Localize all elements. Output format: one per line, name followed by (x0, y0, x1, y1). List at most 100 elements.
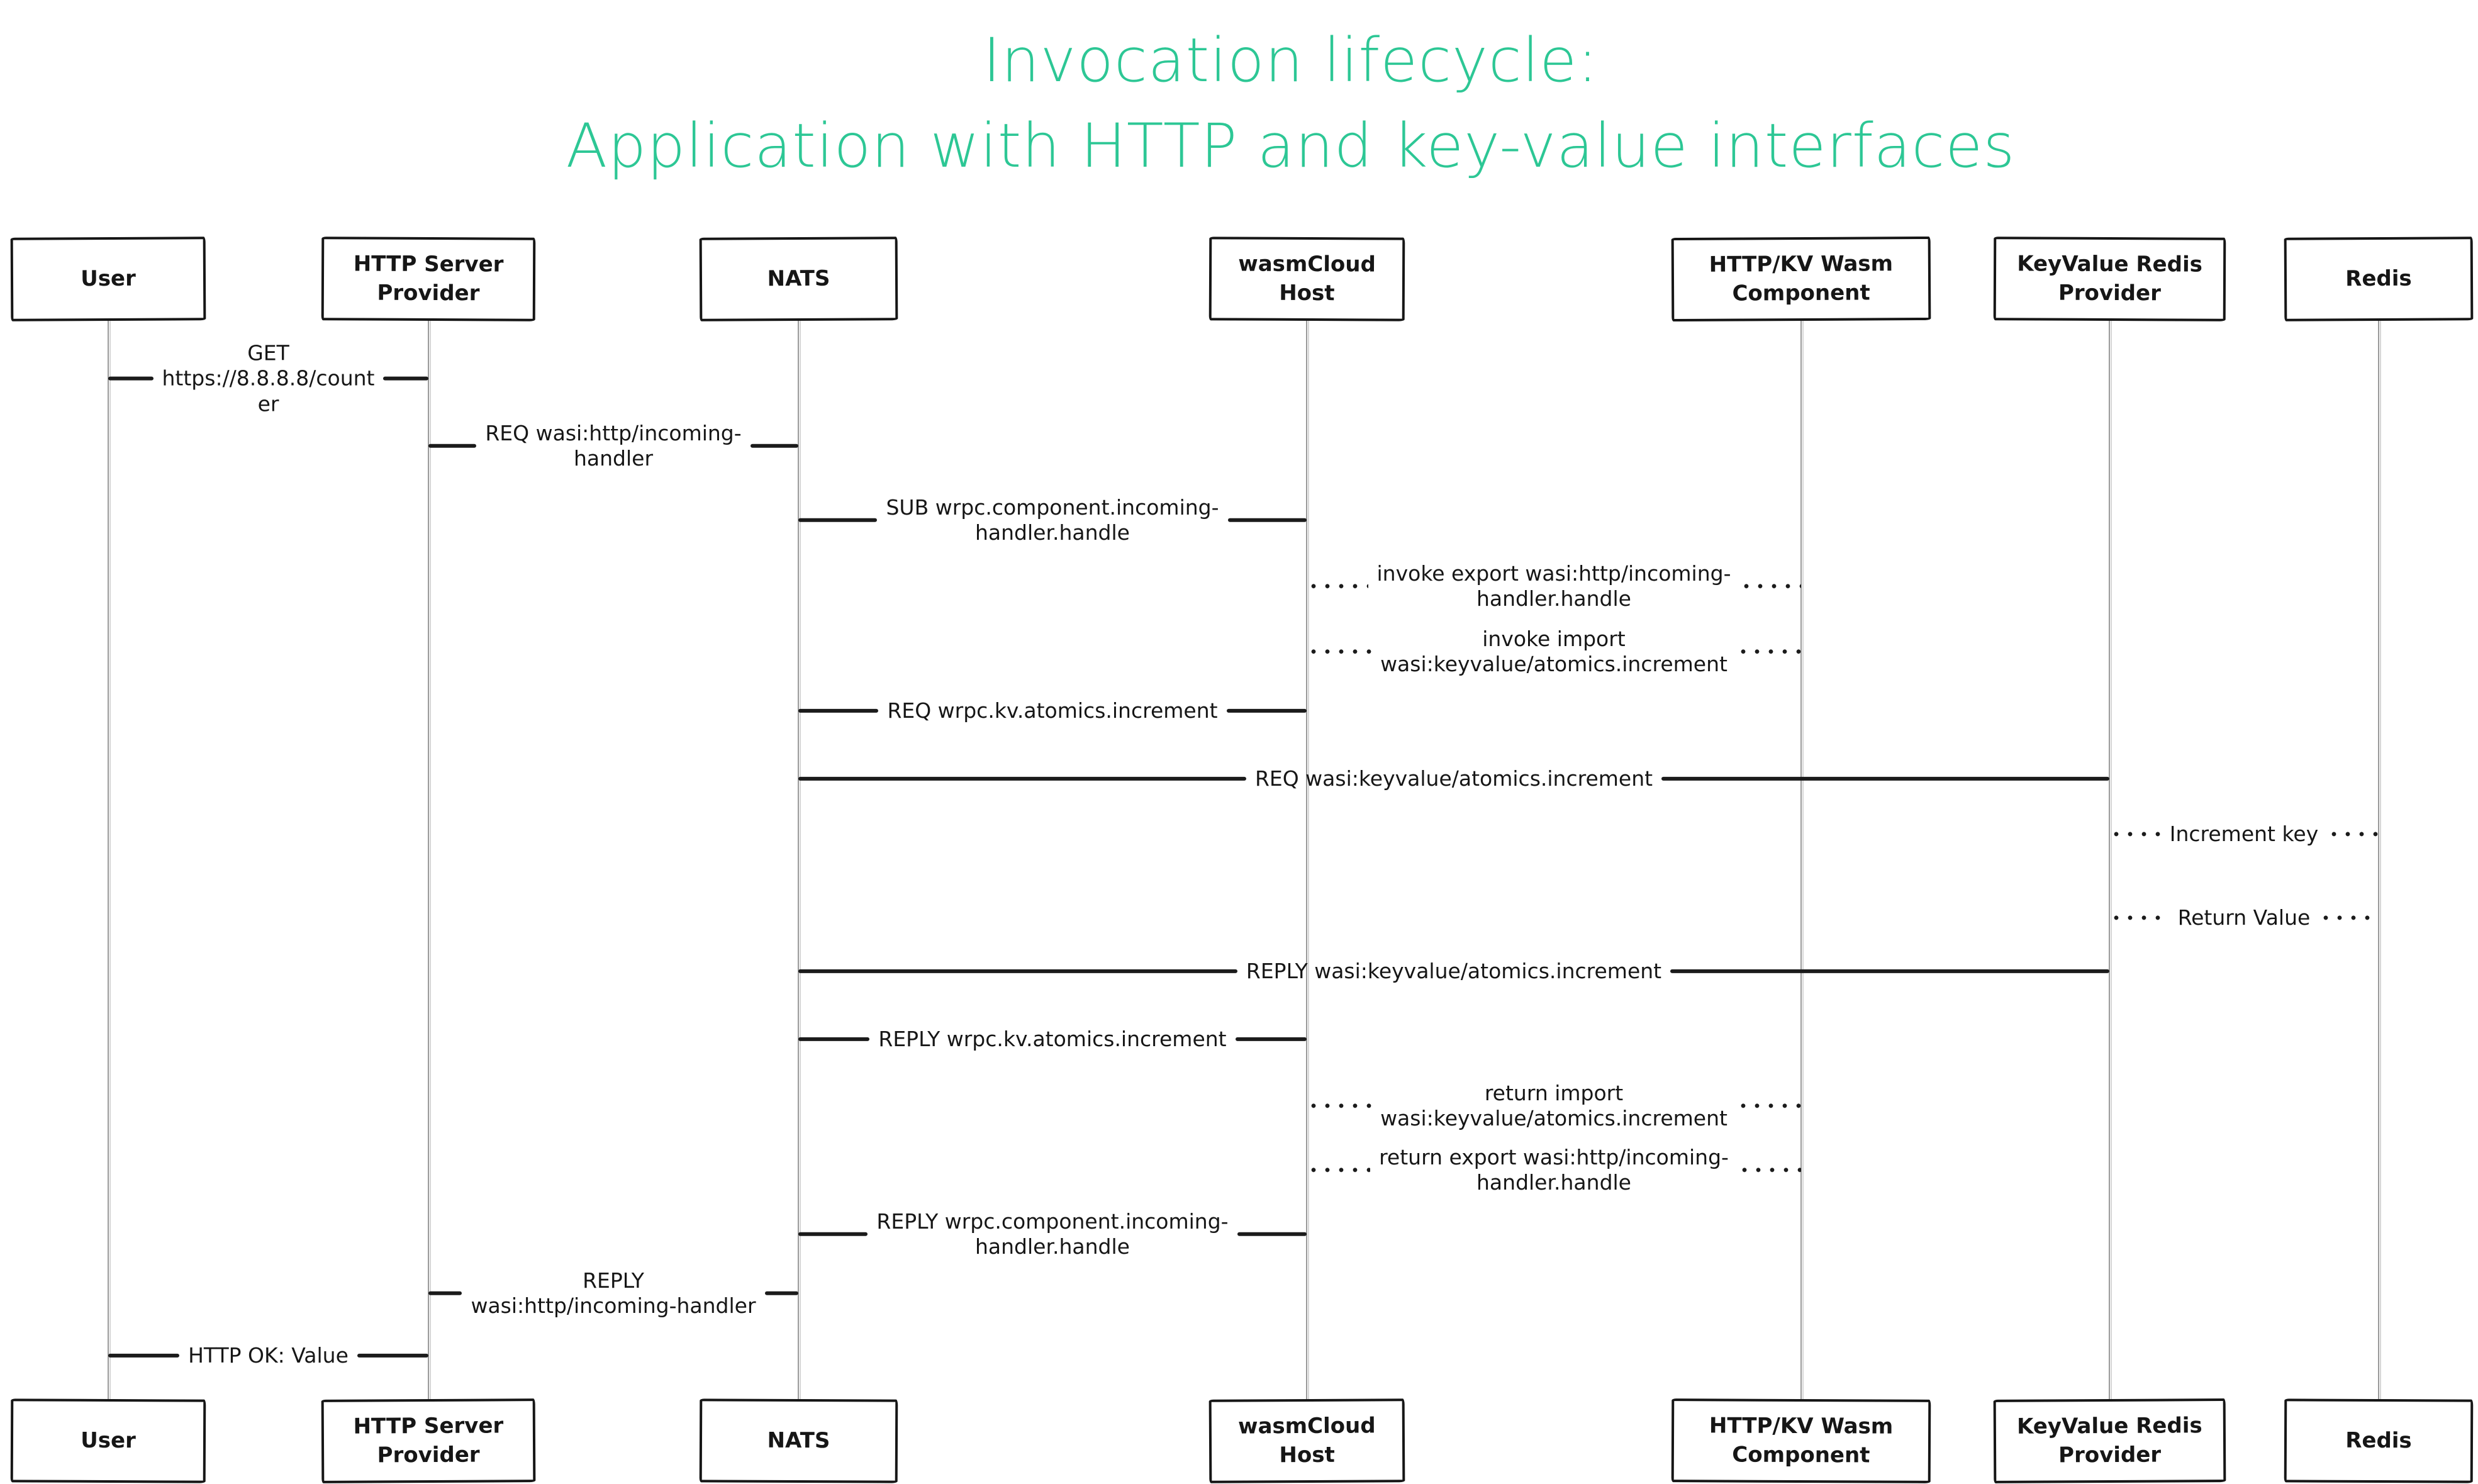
message-line-solid (798, 969, 1237, 973)
message-label: REQ wrpc.kv.atomics.increment (887, 698, 1218, 723)
message-req-wrpc-kv-atomics-increment: REQ wrpc.kv.atomics.increment (798, 698, 1307, 723)
message-label: REPLY wrpc.component.incoming- handler.h… (876, 1208, 1229, 1259)
lifeline-nats (798, 320, 799, 1400)
message-line-solid (798, 1037, 870, 1041)
participant-redis-top: Redis (2284, 237, 2474, 321)
message-reply-wrpc-component-incoming-handler-handle: REPLY wrpc.component.incoming- handler.h… (798, 1209, 1307, 1260)
message-label: HTTP OK: Value (188, 1342, 349, 1368)
participant-http-kv-wasm-component-bottom: HTTP/KV Wasm Component (1671, 1398, 1931, 1483)
message-line-solid (1235, 1037, 1307, 1041)
message-reply-wasi-keyvalue-atomics-increment: REPLY wasi:keyvalue/atomics.increment (798, 959, 2109, 984)
participant-label: HTTP/KV Wasm Component (1709, 1412, 1894, 1468)
message-line-dotted (2109, 915, 2169, 920)
participant-wasmcloud-host-bottom: wasmCloud Host (1208, 1398, 1405, 1483)
message-label: REPLY wasi:http/incoming-handler (471, 1268, 756, 1318)
participant-user-bottom: User (10, 1398, 206, 1483)
message-invoke-export-wasi-http-incoming-handler-handle: invoke export wasi:http/incoming- handle… (1307, 561, 1801, 612)
message-line-dotted (1736, 1103, 1802, 1108)
message-line-solid (383, 377, 428, 381)
participant-label: User (81, 265, 136, 291)
diagram-title-line1: Invocation lifecycle: (983, 25, 1599, 96)
participant-label: HTTP Server Provider (353, 251, 504, 306)
message-line-solid (1237, 1232, 1307, 1236)
message-reply-wrpc-kv-atomics-increment: REPLY wrpc.kv.atomics.increment (798, 1027, 1307, 1052)
participant-http-server-provider-top: HTTP Server Provider (321, 237, 536, 321)
message-label: invoke export wasi:http/incoming- handle… (1376, 561, 1731, 611)
message-line-dotted (1737, 1168, 1802, 1173)
message-label: REQ wasi:keyvalue/atomics.increment (1254, 766, 1653, 791)
message-line-dotted (1307, 584, 1368, 589)
message-line-dotted (1307, 1168, 1371, 1173)
message-line-solid (798, 709, 879, 713)
participant-keyvalue-redis-provider-top: KeyValue Redis Provider (1993, 237, 2226, 321)
message-req-wasi-keyvalue-atomics-increment: REQ wasi:keyvalue/atomics.increment (798, 766, 2109, 791)
participant-label: KeyValue Redis Provider (2016, 1412, 2202, 1468)
message-http-get-counter: GET https://8.8.8.8/count er (108, 341, 428, 417)
message-invoke-import-wasi-keyvalue-atomics-increment: invoke import wasi:keyvalue/atomics.incr… (1307, 626, 1802, 678)
message-label: return export wasi:http/incoming- handle… (1379, 1144, 1729, 1195)
message-label: REPLY wrpc.kv.atomics.increment (878, 1026, 1227, 1051)
message-line-solid (764, 1292, 798, 1295)
message-line-solid (1226, 709, 1307, 713)
message-line-dotted (2319, 915, 2379, 920)
lifeline-http-kv-wasm-component (1800, 320, 1802, 1400)
message-label: SUB wrpc.component.incoming- handler.han… (886, 494, 1219, 545)
participant-label: wasmCloud Host (1237, 251, 1376, 306)
message-label: return import wasi:keyvalue/atomics.incr… (1380, 1080, 1727, 1130)
message-line-solid (428, 1292, 462, 1295)
lifeline-keyvalue-redis-provider (2109, 320, 2110, 1400)
participant-label: wasmCloud Host (1237, 1413, 1376, 1468)
message-line-solid (428, 444, 477, 448)
message-line-solid (750, 444, 799, 448)
message-increment-key: Increment key (2109, 822, 2379, 847)
message-sub-wrpc-component-incoming-handler-handle: SUB wrpc.component.incoming- handler.han… (798, 495, 1307, 546)
message-return-value: Return Value (2109, 905, 2379, 930)
message-reply-wasi-http-incoming-handler: REPLY wasi:http/incoming-handler (428, 1268, 798, 1319)
participant-label: Redis (2345, 265, 2412, 291)
message-req-wasi-http-incoming-handler: REQ wasi:http/incoming- handler (428, 421, 799, 472)
message-line-solid (108, 1354, 180, 1358)
participant-nats-top: NATS (699, 237, 898, 321)
participant-http-kv-wasm-component-top: HTTP/KV Wasm Component (1671, 236, 1931, 322)
message-label: Return Value (2177, 905, 2311, 930)
message-label: invoke import wasi:keyvalue/atomics.incr… (1380, 626, 1727, 676)
message-line-solid (108, 377, 153, 381)
participant-label: NATS (766, 265, 830, 291)
message-line-dotted (1739, 584, 1801, 589)
participant-label: Redis (2345, 1427, 2412, 1453)
diagram-title-line2: Application with HTTP and key-value inte… (566, 111, 2016, 182)
message-line-dotted (2327, 832, 2379, 837)
participant-http-server-provider-bottom: HTTP Server Provider (321, 1398, 536, 1483)
message-line-dotted (1736, 649, 1802, 654)
participant-label: HTTP Server Provider (353, 1412, 504, 1468)
lifeline-wasmcloud-host (1306, 320, 1307, 1400)
message-label: REPLY wasi:keyvalue/atomics.increment (1246, 958, 1662, 983)
message-line-solid (798, 777, 1246, 781)
participant-label: HTTP/KV Wasm Component (1709, 250, 1894, 306)
participant-label: KeyValue Redis Provider (2016, 250, 2202, 306)
message-line-dotted (1307, 1103, 1372, 1108)
diagram-title: Invocation lifecycle: Application with H… (52, 18, 2478, 189)
message-line-dotted (1307, 649, 1372, 654)
lifeline-http-server-provider (428, 320, 429, 1400)
participant-wasmcloud-host-top: wasmCloud Host (1208, 237, 1405, 321)
lifeline-redis (2378, 320, 2379, 1400)
message-line-solid (1227, 518, 1307, 522)
participant-label: NATS (767, 1427, 830, 1453)
message-line-solid (1670, 969, 2109, 973)
participant-label: User (81, 1427, 136, 1453)
lifeline-user (108, 320, 109, 1400)
message-line-dotted (2109, 832, 2161, 837)
participant-user-top: User (10, 237, 206, 321)
message-return-export-wasi-http-incoming-handler-handle: return export wasi:http/incoming- handle… (1307, 1144, 1802, 1196)
participant-keyvalue-redis-provider-bottom: KeyValue Redis Provider (1993, 1398, 2226, 1483)
message-label: GET https://8.8.8.8/count er (162, 340, 375, 416)
participant-nats-bottom: NATS (699, 1398, 898, 1483)
message-http-ok-value: HTTP OK: Value (108, 1342, 429, 1368)
participant-redis-bottom: Redis (2284, 1398, 2474, 1483)
message-line-solid (798, 1232, 868, 1236)
message-line-solid (357, 1354, 429, 1358)
message-line-solid (1661, 777, 2109, 781)
message-return-import-wasi-keyvalue-atomics-increment: return import wasi:keyvalue/atomics.incr… (1307, 1080, 1802, 1132)
